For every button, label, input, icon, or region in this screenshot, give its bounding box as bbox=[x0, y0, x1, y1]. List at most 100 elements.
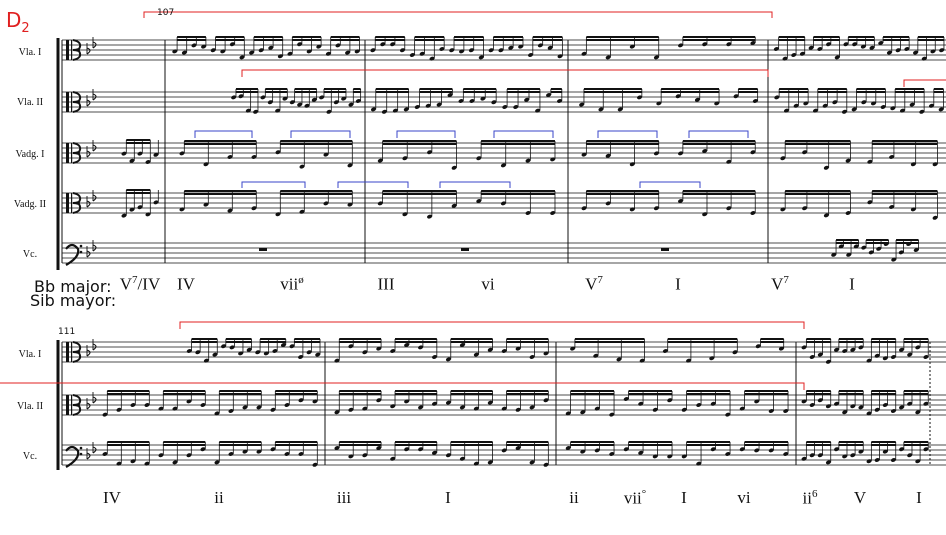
vla2-note bbox=[623, 397, 629, 401]
vc-note bbox=[850, 453, 856, 458]
key-signature-flat-icon bbox=[92, 41, 97, 49]
vla2-note bbox=[326, 109, 332, 114]
vc-note bbox=[459, 456, 465, 461]
vla1-note bbox=[249, 50, 255, 55]
vla1-note bbox=[473, 352, 479, 357]
blue-bracket bbox=[639, 181, 701, 188]
vla2-note bbox=[909, 102, 915, 107]
vadg1-note bbox=[500, 163, 506, 168]
vadg1-note bbox=[750, 150, 756, 155]
vc-note bbox=[362, 453, 368, 458]
vla1-note bbox=[923, 355, 929, 359]
vadg1-pickup-note bbox=[145, 160, 151, 164]
vla2-note bbox=[275, 108, 281, 113]
vc-note bbox=[432, 450, 438, 455]
vadg1-note bbox=[867, 159, 873, 164]
vc-note bbox=[580, 449, 586, 454]
vc-note bbox=[739, 447, 745, 452]
vadg2-note bbox=[550, 211, 556, 215]
vadg1-note bbox=[910, 162, 916, 167]
vla2-note bbox=[768, 409, 774, 413]
vadg1-note bbox=[802, 150, 808, 155]
vc-note bbox=[242, 449, 248, 454]
vla2-note bbox=[565, 411, 571, 416]
vla2-note bbox=[297, 102, 303, 107]
roman-numeral: I bbox=[916, 488, 922, 507]
vla2-note bbox=[487, 400, 493, 405]
vla2-note bbox=[880, 105, 886, 109]
vla2-note bbox=[725, 412, 731, 417]
vla1-note bbox=[605, 55, 611, 60]
whole-rest-icon bbox=[661, 248, 669, 251]
vla2-note bbox=[834, 401, 840, 406]
vla2-note bbox=[334, 410, 340, 415]
key-signature-flat-icon bbox=[92, 343, 97, 351]
vc-note bbox=[838, 244, 844, 249]
vadg2-note bbox=[427, 214, 433, 219]
alto-clef-icon bbox=[71, 193, 73, 213]
vc-note bbox=[376, 446, 382, 450]
vla1-note bbox=[220, 49, 226, 54]
measure-number: 111 bbox=[58, 327, 76, 337]
vadg1-note bbox=[525, 158, 531, 163]
vla2-note bbox=[425, 103, 431, 108]
vla2-note bbox=[812, 108, 819, 113]
vadg1-note bbox=[780, 156, 786, 161]
vla2-note bbox=[694, 97, 700, 102]
vadg2-pickup-note bbox=[153, 200, 159, 205]
vla1-note bbox=[791, 53, 797, 57]
vla1-note bbox=[287, 51, 293, 56]
vla2-note bbox=[907, 401, 913, 406]
vc-note bbox=[404, 447, 410, 452]
vadg1-note bbox=[476, 156, 482, 161]
vc-note bbox=[284, 452, 290, 456]
instrument-label: Vla. II bbox=[16, 97, 44, 108]
roman-numeral: V bbox=[853, 488, 867, 507]
red-bracket bbox=[143, 11, 773, 18]
vla2-note bbox=[841, 109, 848, 114]
vla1-note bbox=[390, 349, 396, 353]
vla1-note bbox=[298, 355, 304, 359]
vla2-note bbox=[899, 405, 905, 410]
vla2-note bbox=[370, 107, 377, 112]
vla1-note bbox=[498, 48, 504, 53]
vla1-note bbox=[201, 44, 207, 49]
vla2-note bbox=[675, 94, 681, 99]
bass-clef-icon bbox=[79, 452, 83, 456]
vla1-note bbox=[501, 349, 507, 353]
vla2-note bbox=[870, 101, 877, 106]
vla1-note bbox=[882, 356, 888, 361]
key-signature-flat-icon bbox=[86, 452, 91, 460]
vla2-note bbox=[312, 399, 318, 404]
vadg1-note bbox=[299, 164, 305, 169]
vla2-note bbox=[652, 407, 658, 412]
vadg1-note bbox=[629, 162, 635, 167]
vadg2-note bbox=[932, 215, 938, 220]
key-signature-flat-icon bbox=[92, 144, 97, 152]
vla1-note bbox=[570, 346, 576, 351]
vla2-note bbox=[381, 109, 387, 114]
key-label-spanish: Sib mayor: bbox=[30, 291, 117, 310]
vla2-note bbox=[842, 410, 848, 415]
vla2-note bbox=[376, 398, 382, 403]
vadg2-note bbox=[347, 202, 353, 207]
blue-bracket bbox=[493, 130, 554, 138]
vc-note bbox=[609, 452, 615, 456]
vla2-note bbox=[928, 103, 935, 108]
vla2-note bbox=[403, 107, 409, 112]
vla2-note bbox=[543, 398, 549, 403]
vla2-note bbox=[333, 100, 339, 105]
vla2-note bbox=[238, 94, 244, 99]
vla2-note bbox=[186, 399, 192, 404]
vla2-note bbox=[231, 95, 237, 100]
roman-numeral: I bbox=[849, 274, 855, 294]
vc-note bbox=[348, 454, 354, 459]
roman-numeral: viiø bbox=[280, 274, 304, 294]
vla1-note bbox=[702, 42, 708, 47]
vla2-note bbox=[348, 407, 354, 412]
key-signature-flat-icon bbox=[86, 99, 91, 107]
vc-note bbox=[158, 453, 164, 458]
key-signature-flat-icon bbox=[86, 47, 91, 55]
vadg1-note bbox=[427, 150, 433, 155]
roman-numeral: vii° bbox=[623, 488, 647, 508]
